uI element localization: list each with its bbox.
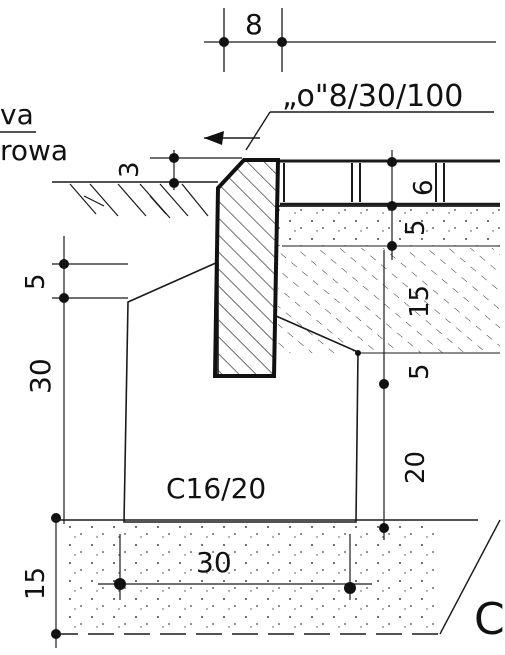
dim-sand-layer: 5 bbox=[401, 219, 431, 236]
dim-lower-layer: 20 bbox=[401, 451, 431, 484]
bottom-dimension bbox=[52, 519, 501, 635]
dim-curb-step: 3 bbox=[115, 161, 145, 178]
step-dimension bbox=[150, 150, 242, 190]
top-dimension bbox=[204, 8, 496, 72]
paver-blocks bbox=[276, 159, 500, 206]
dim-base-layer: 15 bbox=[405, 285, 435, 318]
dim-top-width: 8 bbox=[245, 8, 263, 41]
left-dimension-chain bbox=[51, 236, 128, 648]
corner-letter: C bbox=[474, 594, 505, 645]
ground-soil bbox=[52, 181, 218, 219]
dim-foundation: 15 bbox=[21, 567, 51, 600]
dim-paver-thickness: 6 bbox=[409, 179, 439, 196]
curb-label: „o"8/30/100 bbox=[282, 79, 463, 114]
left-label-bottom: rowa bbox=[0, 134, 68, 167]
base-layer-hatch bbox=[278, 248, 500, 353]
dim-lower-gap: 5 bbox=[405, 363, 435, 380]
right-dimension-chain bbox=[355, 150, 397, 540]
concrete-label: C16/20 bbox=[166, 472, 266, 505]
curb-leader bbox=[204, 111, 494, 151]
curb-stone bbox=[212, 158, 281, 378]
dim-left-upper: 5 bbox=[21, 273, 51, 290]
sand-layer bbox=[278, 208, 500, 246]
dim-bottom-width: 30 bbox=[196, 546, 232, 579]
foundation-layer bbox=[60, 522, 440, 634]
left-label-top: va bbox=[0, 98, 34, 131]
dim-left-height: 30 bbox=[24, 358, 57, 394]
